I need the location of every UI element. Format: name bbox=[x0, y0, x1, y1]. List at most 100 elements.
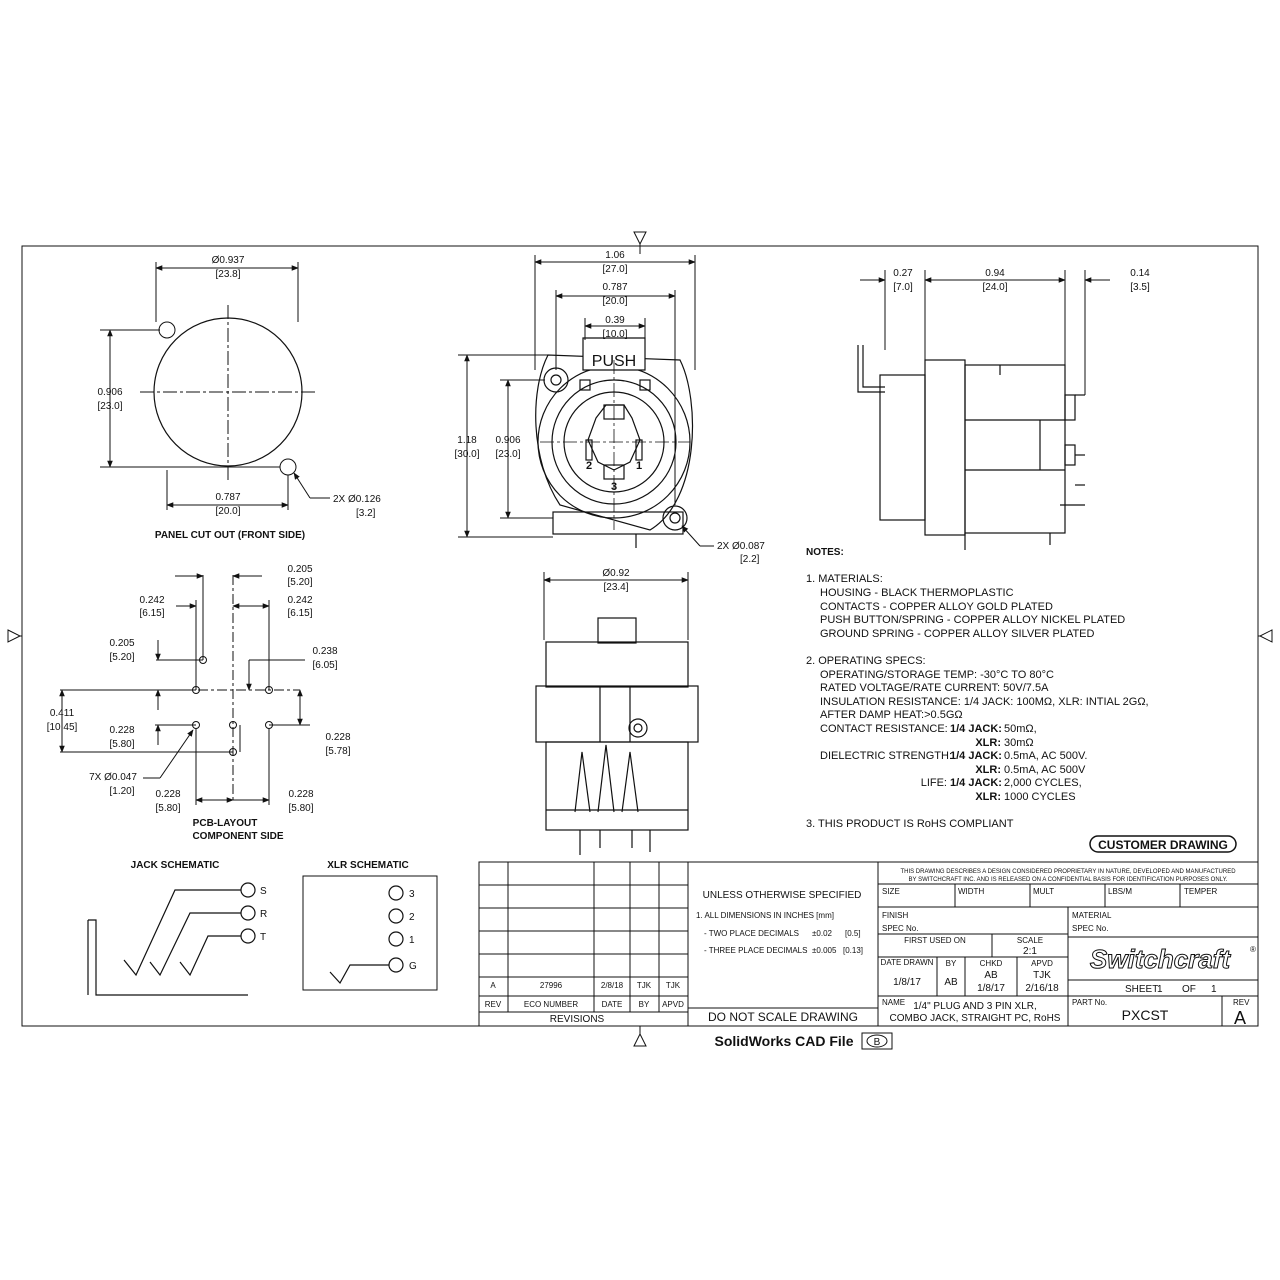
push-button-label: PUSH bbox=[592, 353, 636, 370]
centering-marks bbox=[7, 231, 1273, 1047]
side-a-in: 0.27 bbox=[893, 268, 913, 279]
panel-w-mm: [20.0] bbox=[215, 506, 240, 517]
date-header: DATE bbox=[602, 1000, 623, 1009]
note-line: HOUSING - BLACK THERMOPLASTIC bbox=[820, 587, 1014, 599]
pcb-d5-mm: [6.05] bbox=[312, 660, 337, 671]
note-line: CONTACT RESISTANCE: bbox=[820, 723, 948, 735]
panel-dia-in: Ø0.937 bbox=[212, 255, 245, 266]
date-cell: 2/8/18 bbox=[601, 981, 624, 990]
side-a-mm: [7.0] bbox=[893, 282, 913, 293]
jack-s-label: S bbox=[260, 886, 267, 897]
pcb-d3-in: 0.242 bbox=[287, 595, 312, 606]
note-line: XLR: bbox=[975, 764, 1001, 776]
jack-schematic: JACK SCHEMATIC S R T bbox=[87, 860, 267, 996]
note-line: 0.5mA, AC 500V. bbox=[1004, 750, 1087, 762]
by-value: AB bbox=[944, 977, 958, 988]
pcb-d5-in: 0.238 bbox=[312, 646, 337, 657]
customer-drawing-label: CUSTOMER DRAWING bbox=[1098, 838, 1228, 852]
panel-h-mm: [23.0] bbox=[97, 401, 122, 412]
pcb-label-1: PCB-LAYOUT bbox=[193, 818, 258, 829]
side-b-in: 0.94 bbox=[985, 268, 1005, 279]
date-drawn-value: 1/8/17 bbox=[893, 977, 921, 988]
note-line: 1000 CYCLES bbox=[1004, 791, 1076, 803]
note-line: LIFE: bbox=[921, 777, 947, 789]
note-line: 2,000 CYCLES, bbox=[1004, 777, 1082, 789]
part-no-label: PART No. bbox=[1072, 998, 1107, 1007]
by-label: BY bbox=[946, 959, 957, 968]
finish-spec-label: SPEC No. bbox=[882, 924, 918, 933]
pcb-d9-mm: [1.20] bbox=[109, 786, 134, 797]
part-name-line-1: 1/4" PLUG AND 3 PIN XLR, bbox=[913, 1001, 1037, 1012]
material-spec-label: SPEC No. bbox=[1072, 924, 1108, 933]
pcb-d1-in: 0.205 bbox=[287, 564, 312, 575]
cad-badge-ring bbox=[866, 1034, 888, 1048]
side-b-mm: [24.0] bbox=[982, 282, 1007, 293]
jack-r-label: R bbox=[260, 909, 267, 920]
xlr-ground-label: G bbox=[409, 961, 417, 972]
switchcraft-logo: Switchcraft bbox=[1090, 944, 1231, 974]
note-line: 1. MATERIALS: bbox=[806, 573, 883, 585]
disclaimer-line-1: THIS DRAWING DESCRIBES A DESIGN CONSIDER… bbox=[900, 869, 1236, 875]
tolerance-three-place: - THREE PLACE DECIMALS bbox=[704, 946, 807, 955]
front-w3-mm: [10.0] bbox=[602, 329, 627, 340]
chkd-date: 1/8/17 bbox=[977, 983, 1005, 994]
name-label: NAME bbox=[882, 998, 905, 1007]
pcb-d3-mm: [6.15] bbox=[287, 608, 312, 619]
xlr-schematic: XLR SCHEMATIC 3 2 1 G bbox=[302, 860, 438, 991]
of-label: OF bbox=[1182, 984, 1196, 995]
scale-label: SCALE bbox=[1017, 936, 1043, 945]
pcb-d11-mm: [5.80] bbox=[288, 803, 313, 814]
note-line: CONTACTS - COPPER ALLOY GOLD PLATED bbox=[820, 601, 1053, 613]
tolerance-two-place-mm: [0.5] bbox=[845, 929, 861, 938]
note-line: 30mΩ bbox=[1004, 737, 1034, 749]
finish-label: FINISH bbox=[882, 911, 908, 920]
by-header: BY bbox=[639, 1000, 650, 1009]
part-number: PXCST bbox=[1122, 1007, 1169, 1023]
front-w2-mm: [20.0] bbox=[602, 296, 627, 307]
pin-1-label: 1 bbox=[636, 460, 642, 472]
pcb-d1-mm: [5.20] bbox=[287, 577, 312, 588]
bottom-dia-in: Ø0.92 bbox=[602, 568, 630, 579]
xlr-pin-2-label: 2 bbox=[409, 912, 415, 923]
note-line: 2. OPERATING SPECS: bbox=[806, 655, 926, 667]
note-line: 0.5mA, AC 500V bbox=[1004, 764, 1086, 776]
pcb-d10-in: 0.228 bbox=[155, 789, 180, 800]
jack-schematic-title: JACK SCHEMATIC bbox=[131, 860, 220, 871]
pcb-d7-mm: [5.80] bbox=[109, 739, 134, 750]
date-drawn-label: DATE DRAWN bbox=[881, 958, 934, 967]
first-used-label: FIRST USED ON bbox=[904, 936, 966, 945]
panel-label: PANEL CUT OUT (FRONT SIDE) bbox=[155, 530, 305, 541]
cad-badge-box bbox=[861, 1032, 893, 1050]
front-h2-in: 0.906 bbox=[495, 435, 520, 446]
front-w3-in: 0.39 bbox=[605, 315, 625, 326]
part-name-line-2: COMBO JACK, STRAIGHT PC, RoHS bbox=[890, 1013, 1061, 1024]
note-line: 3. THIS PRODUCT IS RoHS COMPLIANT bbox=[806, 818, 1014, 830]
sheet-label: SHEET bbox=[1125, 984, 1158, 995]
front-h1-in: 1.18 bbox=[457, 435, 477, 446]
width-label: WIDTH bbox=[958, 887, 984, 896]
front-w1-in: 1.06 bbox=[605, 250, 625, 261]
front-w1-mm: [27.0] bbox=[602, 264, 627, 275]
sheet-number: 1 bbox=[1157, 984, 1163, 995]
apvd-label: APVD bbox=[1031, 959, 1053, 968]
bottom-dia-mm: [23.4] bbox=[603, 582, 628, 593]
rev-header: REV bbox=[485, 1000, 502, 1009]
front-hole-in: 2X Ø0.087 bbox=[717, 541, 765, 552]
note-line: AFTER DAMP HEAT:>0.5GΩ bbox=[820, 709, 963, 721]
chkd-value: AB bbox=[984, 970, 998, 981]
notes-title: NOTES: bbox=[806, 547, 844, 558]
panel-h-in: 0.906 bbox=[97, 387, 122, 398]
solidworks-cad-label: SolidWorks CAD File bbox=[715, 1033, 854, 1049]
panel-hole-in: 2X Ø0.126 bbox=[333, 494, 381, 505]
note-line: 50mΩ, bbox=[1004, 723, 1037, 735]
pcb-label-2: COMPONENT SIDE bbox=[192, 831, 283, 842]
panel-cutout-view: Ø0.937 [23.8] 0.906 [23.0] 0.787 [20.0] … bbox=[97, 255, 381, 541]
tolerance-two-place-val: ±0.02 bbox=[812, 929, 833, 938]
front-h2-mm: [23.0] bbox=[495, 449, 520, 460]
rev-cell: A bbox=[490, 981, 496, 990]
registered-mark: ® bbox=[1250, 945, 1256, 954]
note-line: PUSH BUTTON/SPRING - COPPER ALLOY NICKEL… bbox=[820, 614, 1125, 626]
note-line: OPERATING/STORAGE TEMP: -30°C TO 80°C bbox=[820, 669, 1054, 681]
pcb-d8-in: 0.228 bbox=[325, 732, 350, 743]
